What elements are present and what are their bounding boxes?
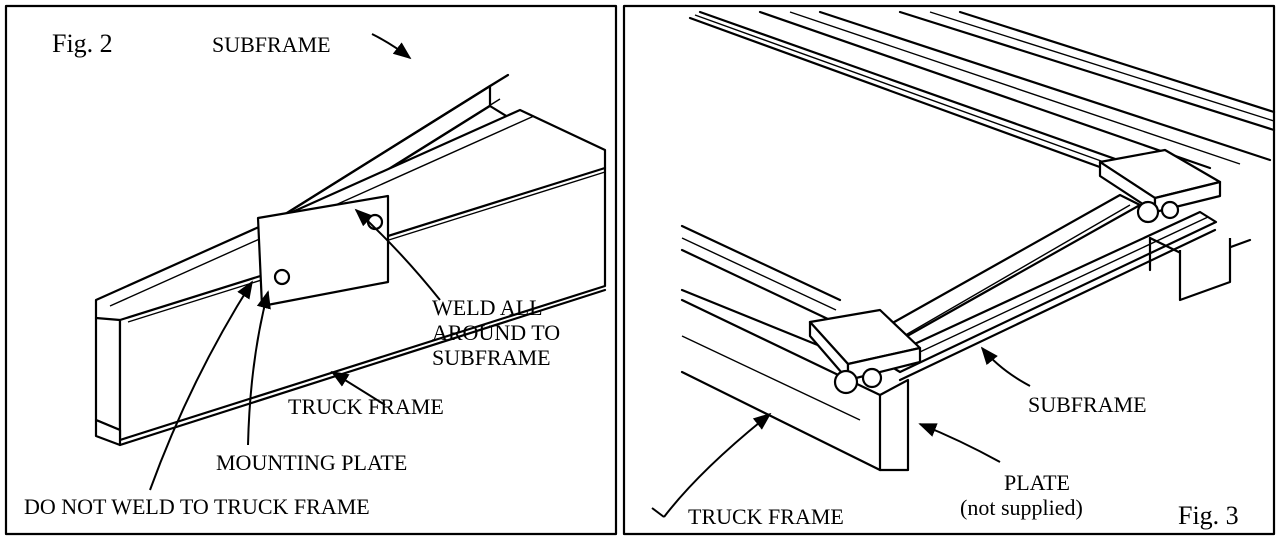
fig3-drawing — [651, 10, 1276, 518]
fig3-truck-frame-leader — [663, 412, 772, 518]
fig2-do-not-weld-label: DO NOT WELD TO TRUCK FRAME — [24, 494, 370, 519]
fig3-truck-frame-leader-tail — [651, 507, 665, 518]
fig2-title: Fig. 2 — [52, 29, 113, 58]
fig3-plate-label-line2: (not supplied) — [960, 495, 1083, 520]
fig3-plate-leader — [918, 423, 1001, 463]
fig3-left-bracket — [808, 308, 922, 395]
fig3-right-bracket — [1098, 148, 1222, 224]
fig3-right-tube-end-icon — [1136, 200, 1160, 224]
fig2-subframe-label: SUBFRAME — [212, 32, 331, 57]
fig2-weld-label-line3: SUBFRAME — [432, 345, 551, 370]
fig2-subframe-leader — [371, 33, 412, 60]
fig2-truck-frame-label: TRUCK FRAME — [288, 394, 444, 419]
fig3-truck-frame-rails — [680, 224, 882, 472]
fig3-plate-label-line1: PLATE — [1004, 470, 1070, 495]
fig3-right-channel — [1148, 236, 1252, 302]
fig3-left-tube-end-icon — [833, 369, 859, 395]
fig2-panel-border — [4, 4, 618, 536]
fig2-weld-leader — [354, 208, 441, 301]
fig2-weld-label-line2: AROUND TO — [432, 320, 560, 345]
fig2-do-not-weld-leader — [149, 280, 253, 491]
fig3-plate — [878, 378, 910, 472]
fig3-panel-border — [622, 4, 1276, 536]
fig2-bolt-lower-icon — [273, 268, 291, 286]
fig3-subframe-crossmember — [878, 193, 1218, 382]
fig2-mounting-plate-leader — [247, 290, 271, 446]
fig2-truck-frame-leader — [330, 371, 386, 406]
fig2-weld-label-line1: WELD ALL — [432, 295, 543, 320]
fig3-subframe-label: SUBFRAME — [1028, 392, 1147, 417]
fig3-truck-frame-label: TRUCK FRAME — [688, 504, 844, 529]
fig2-mounting-plate-label: MOUNTING PLATE — [216, 450, 407, 475]
fig3-upper-rails — [688, 10, 1276, 180]
fig2-drawing — [94, 33, 607, 491]
fig3-subframe-leader — [980, 346, 1031, 387]
fig3-title: Fig. 3 — [1178, 501, 1239, 530]
